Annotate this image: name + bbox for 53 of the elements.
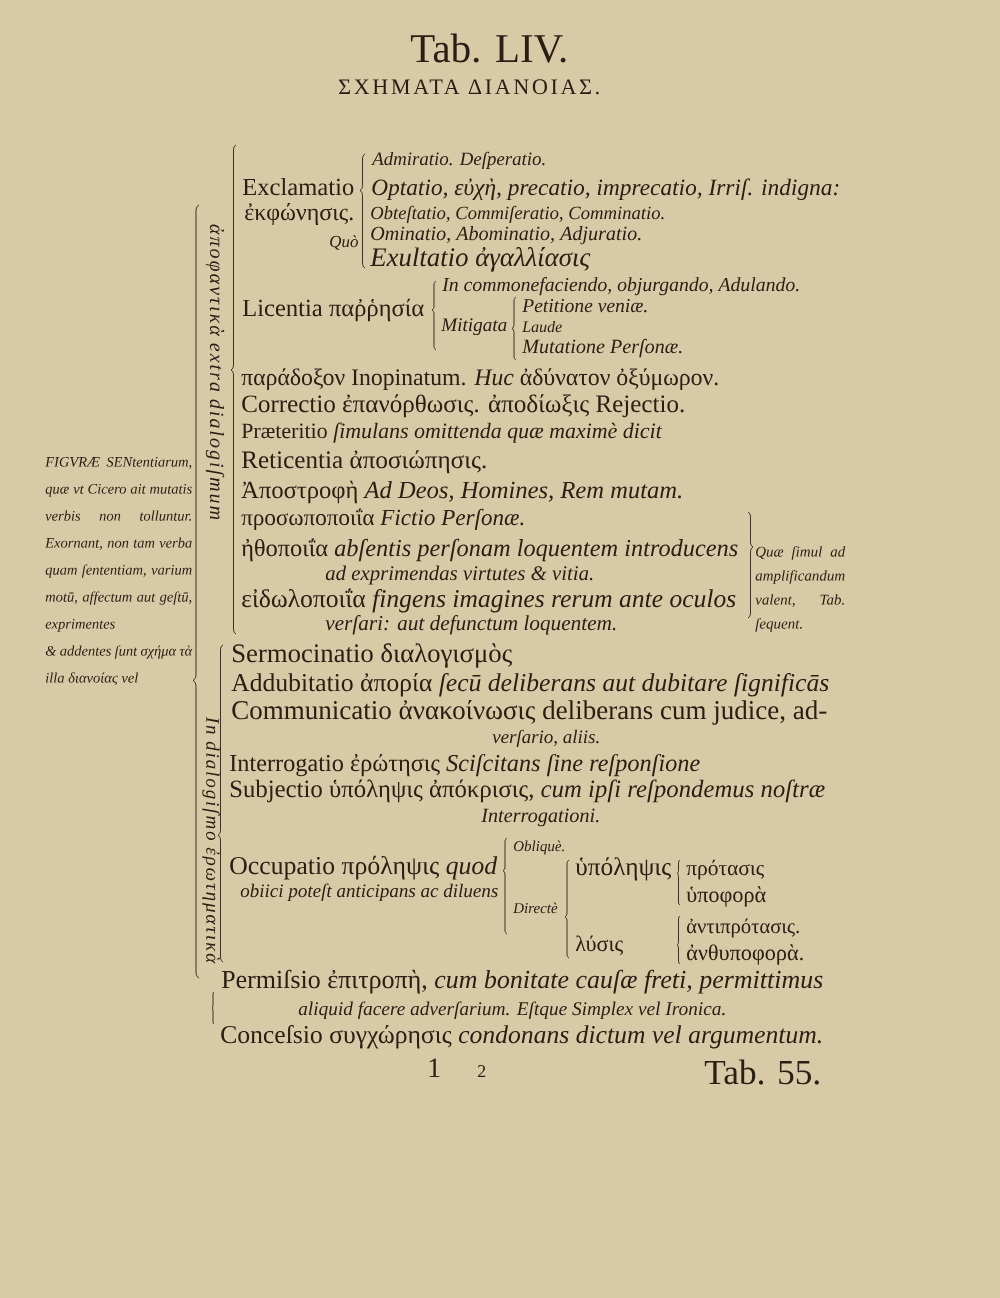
heading: Tab. LIV.	[410, 33, 566, 63]
branch-text: ἀνθυποφορὰ.	[687, 944, 803, 965]
margin-note: FIGVRÆ SENtentiarum, quæ vt Cicero ait mutatis verbis non tolluntur. Exornant, non tam verba quam ſententiam, varium motū, affectum aut geſtū, exprimentes & addentes ſunt σχήμα τὰ illa διανοίας vel	[45, 457, 193, 686]
entry-text: Addubitatio ἀπορία ſecū deliberans aut dubitare ſignificās	[231, 672, 829, 697]
catchword: Tab. 55.	[704, 1059, 819, 1085]
annotation: Quò	[330, 235, 358, 250]
branch-text: Obteſtatio, Commiſeratio, Comminatio.	[371, 205, 664, 223]
branch-text: In commonefaciendo, objurgando, Adulando.	[442, 277, 799, 296]
branch-text: ἀντιπρότασις.	[687, 918, 799, 938]
entry-text: Licentia παῤῥησία	[242, 298, 424, 322]
continuation-text: Interrogationi.	[481, 808, 599, 827]
branch-text: Directè	[513, 902, 558, 914]
branch-text: Mutatione Perſonæ.	[521, 338, 682, 358]
entry-text: ἐκφώνησις.	[245, 203, 353, 226]
continuation-text: obiici poteſt anticipans ac diluens	[240, 883, 498, 902]
entry-text: Occupatio πρόληψις quod	[230, 855, 498, 880]
branch-text: Optatio, εὐχὴ, precatio, imprecatio, Irriſ. indigna:	[372, 178, 839, 200]
entry-text: ἠθοποιΐα abſentis perſonam loquentem introducens	[241, 538, 738, 562]
entry-text: Subjectio ὑπόληψις ἀπόκρισις, cum ipſi reſpondemus noſtræ	[230, 779, 825, 803]
continuation-text: aliquid facere adverſarium. Eſtque Simplex vel Ironica.	[298, 1001, 725, 1020]
entry-text: Præteritio ſimulans omittenda quæ maximè dicit	[241, 422, 663, 443]
entry-text: Communicatio ἀνακοίνωσις deliberans cum judice, ad-	[232, 699, 827, 725]
branch-text: Laude	[522, 320, 562, 333]
entry-text: εἰδωλοποιΐα fingens imagines rerum ante oculos	[242, 588, 736, 613]
entry-text: Interrogatio ἐρώτησις Sciſcitans ſine reſponſione	[230, 753, 700, 777]
entry-text: Reticentia ἀποσιώπησις.	[241, 450, 486, 474]
branch-text: λύσις	[575, 935, 623, 955]
branch-text: ὑποφορὰ	[686, 886, 766, 907]
branch-text: Ominatio, Abominatio, Adjuratio.	[371, 226, 641, 245]
entry-text: Ἀποστροφὴ Ad Deos, Homines, Rem mutam.	[241, 480, 681, 504]
signature-mark: 2	[478, 1065, 486, 1077]
entry-text: Exclamatio	[242, 177, 354, 196]
continuation-text: verſari: aut defunctum loquentem.	[325, 615, 616, 635]
entry-text: Sermocinatio διαλογισμὸς	[233, 643, 512, 668]
signature-mark: 1	[429, 1058, 440, 1077]
branch-text: Mitigata	[441, 318, 507, 336]
branch-text: Obliquè.	[513, 840, 564, 855]
side-note: Quæ ſimul ad amplificandum valent, Tab. ſequent.	[755, 546, 846, 632]
entry-text: παράδοξον Inopinatum. Huc ἀδύνατον ὀξύμωρον.	[241, 368, 718, 391]
vertical-label: In dialogiſmo ἐρωτηματικὰ	[202, 716, 220, 964]
continuation-text: verſario, aliis.	[492, 729, 599, 748]
entry-text: Correctio ἐπανόρθωσις. ἀποδίωξις Rejectio.	[242, 394, 684, 418]
entry-text: προσωποποιΐα Fictio Perſonæ.	[241, 508, 524, 530]
continuation-text: ad exprimendas virtutes & vitia.	[325, 565, 593, 585]
branch-text: Admiratio. Deſperatio.	[371, 151, 545, 169]
entry-text: Permiſsio ἐπιτροπὴ, cum bonitate cauſæ freti, permittimus	[221, 969, 823, 994]
entry-text: Conceſsio συγχώρησις condonans dictum vel argumentum.	[221, 1024, 821, 1049]
branch-text: Exultatio ἀγαλλίασις	[369, 247, 591, 272]
subheading: ΣΧΗΜΑΤΑ ΔΙΑΝΟΙΑΣ.	[339, 79, 599, 95]
branch-text: πρότασις	[686, 859, 764, 880]
branch-text: Petitione veniæ.	[522, 299, 647, 313]
vertical-label: ἀποφαντικὰ extra dialogiſmum	[205, 224, 225, 520]
branch-text: ὑπόληψις	[575, 857, 671, 881]
